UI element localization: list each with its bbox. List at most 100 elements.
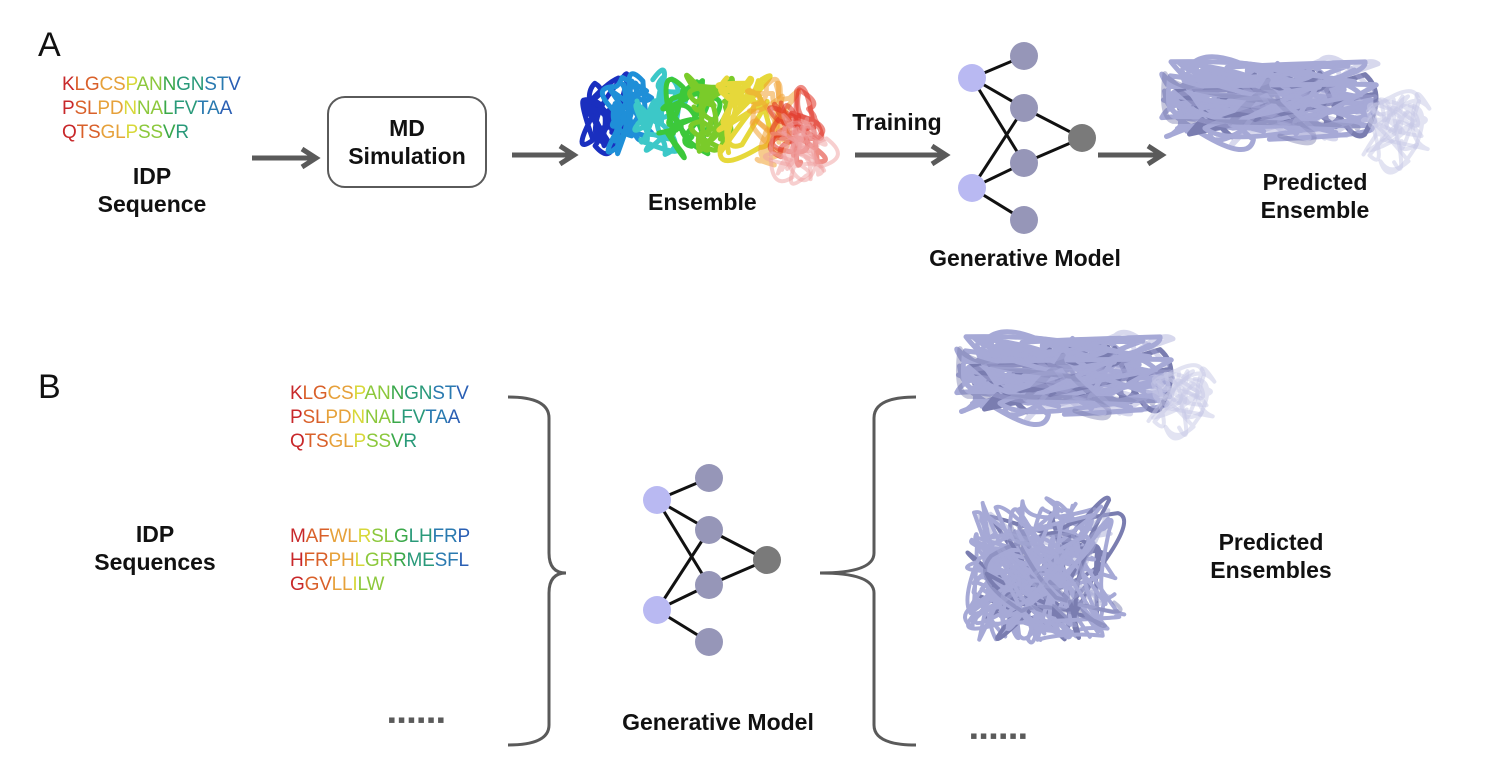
residue: R [443,526,458,547]
sequence-line: KLGCSPANNGNSTV [62,73,241,97]
network-edge [970,107,1026,189]
residue: A [378,407,391,428]
residue: T [425,407,436,428]
residue: A [207,98,220,119]
backbone-tube [1175,54,1378,149]
arrows [252,143,1167,170]
residue: W [366,574,385,595]
hidden-node [1010,206,1038,234]
input-node [643,596,671,624]
sequence-line: MAFWLRSLGLHFRP [290,525,470,549]
residue: P [353,383,365,404]
residue: A [447,407,461,428]
residue: F [447,550,459,571]
backbone-tube [1224,59,1368,128]
residue: P [328,550,341,571]
residue: L [314,407,326,428]
output-node [753,546,781,574]
residue: Q [62,122,77,143]
residue: G [328,431,344,452]
residue: M [290,526,306,547]
residue: S [432,383,445,404]
residue: V [390,431,404,452]
residue: L [74,74,85,95]
residue: I [352,574,358,595]
residue: S [88,122,101,143]
generative-model-label-b: Generative Model [622,709,814,735]
residue: G [404,383,419,404]
residue: R [314,550,329,571]
residue: S [434,550,448,571]
residue: N [351,407,365,428]
residue: F [318,526,330,547]
panel-b-letter: B [38,368,61,406]
backbone-tube [974,511,1105,628]
residue: S [371,526,384,547]
residue: L [383,526,395,547]
residue: N [162,74,177,95]
residue: S [316,431,329,452]
predicted-ensemble-structure-a [1159,54,1432,175]
residue: N [123,98,137,119]
idp-sequence-label: IDP Sequence [92,162,212,218]
residue: K [62,74,75,95]
sequence-line: PSLPDNNALFVTAA [62,97,241,121]
residue: P [353,431,366,452]
residue: T [76,122,89,143]
residue: N [390,383,405,404]
residue: F [432,526,445,547]
idp-sequence-label-line2: Sequence [97,191,207,217]
panel-a-sequence: KLGCSPANNGNSTV PSLPDNNALFVTAA QTSGLPSSVR [62,73,241,145]
hidden-node [1010,94,1038,122]
residue: S [204,74,217,95]
hidden-node [1010,149,1038,177]
residue: G [100,122,116,143]
backbone-tube [957,363,1165,418]
residue: P [290,407,303,428]
residue: H [419,526,433,547]
residue: K [290,383,303,404]
backbone-tube [1010,334,1176,417]
residue: N [364,407,379,428]
residue: G [290,574,305,595]
sequence-line: QTSGLPSSVR [62,121,241,145]
residue: C [99,74,113,95]
backbone-tube [1361,92,1432,157]
residue: L [408,526,420,547]
input-node [958,174,986,202]
residue: P [125,74,137,95]
residue: L [302,383,313,404]
residue: R [357,526,372,547]
residue: Q [290,431,305,452]
backbone-tube [983,521,1123,628]
backbone-tube [749,80,801,145]
residue: S [74,98,87,119]
residue: T [216,74,229,95]
residue: V [456,383,469,404]
backbone-tube [609,71,654,139]
braces [507,395,917,747]
residue: L [331,574,343,595]
input-node [643,486,671,514]
backbone-tube [975,349,1171,412]
residue: A [136,74,150,95]
residue: V [412,407,426,428]
residue: L [390,407,402,428]
predicted-label-line2: Ensemble [1260,197,1370,223]
residue: S [302,407,315,428]
residue: P [325,407,338,428]
residue: A [364,383,378,404]
idp-sequences-label-line1: IDP [135,521,175,547]
residue: V [228,74,241,95]
predicted-ensemble-structure-b2 [963,495,1127,645]
residue: L [357,574,367,595]
residue: E [422,550,435,571]
residue: V [184,98,198,119]
ellipsis-sequences: ▪▪▪▪▪▪ [388,707,447,732]
hidden-node [695,571,723,599]
residue: H [340,550,355,571]
predicted-ensembles-label-line1: Predicted [1218,529,1324,555]
right-brace [819,395,917,747]
backbone-tube [1165,54,1379,140]
